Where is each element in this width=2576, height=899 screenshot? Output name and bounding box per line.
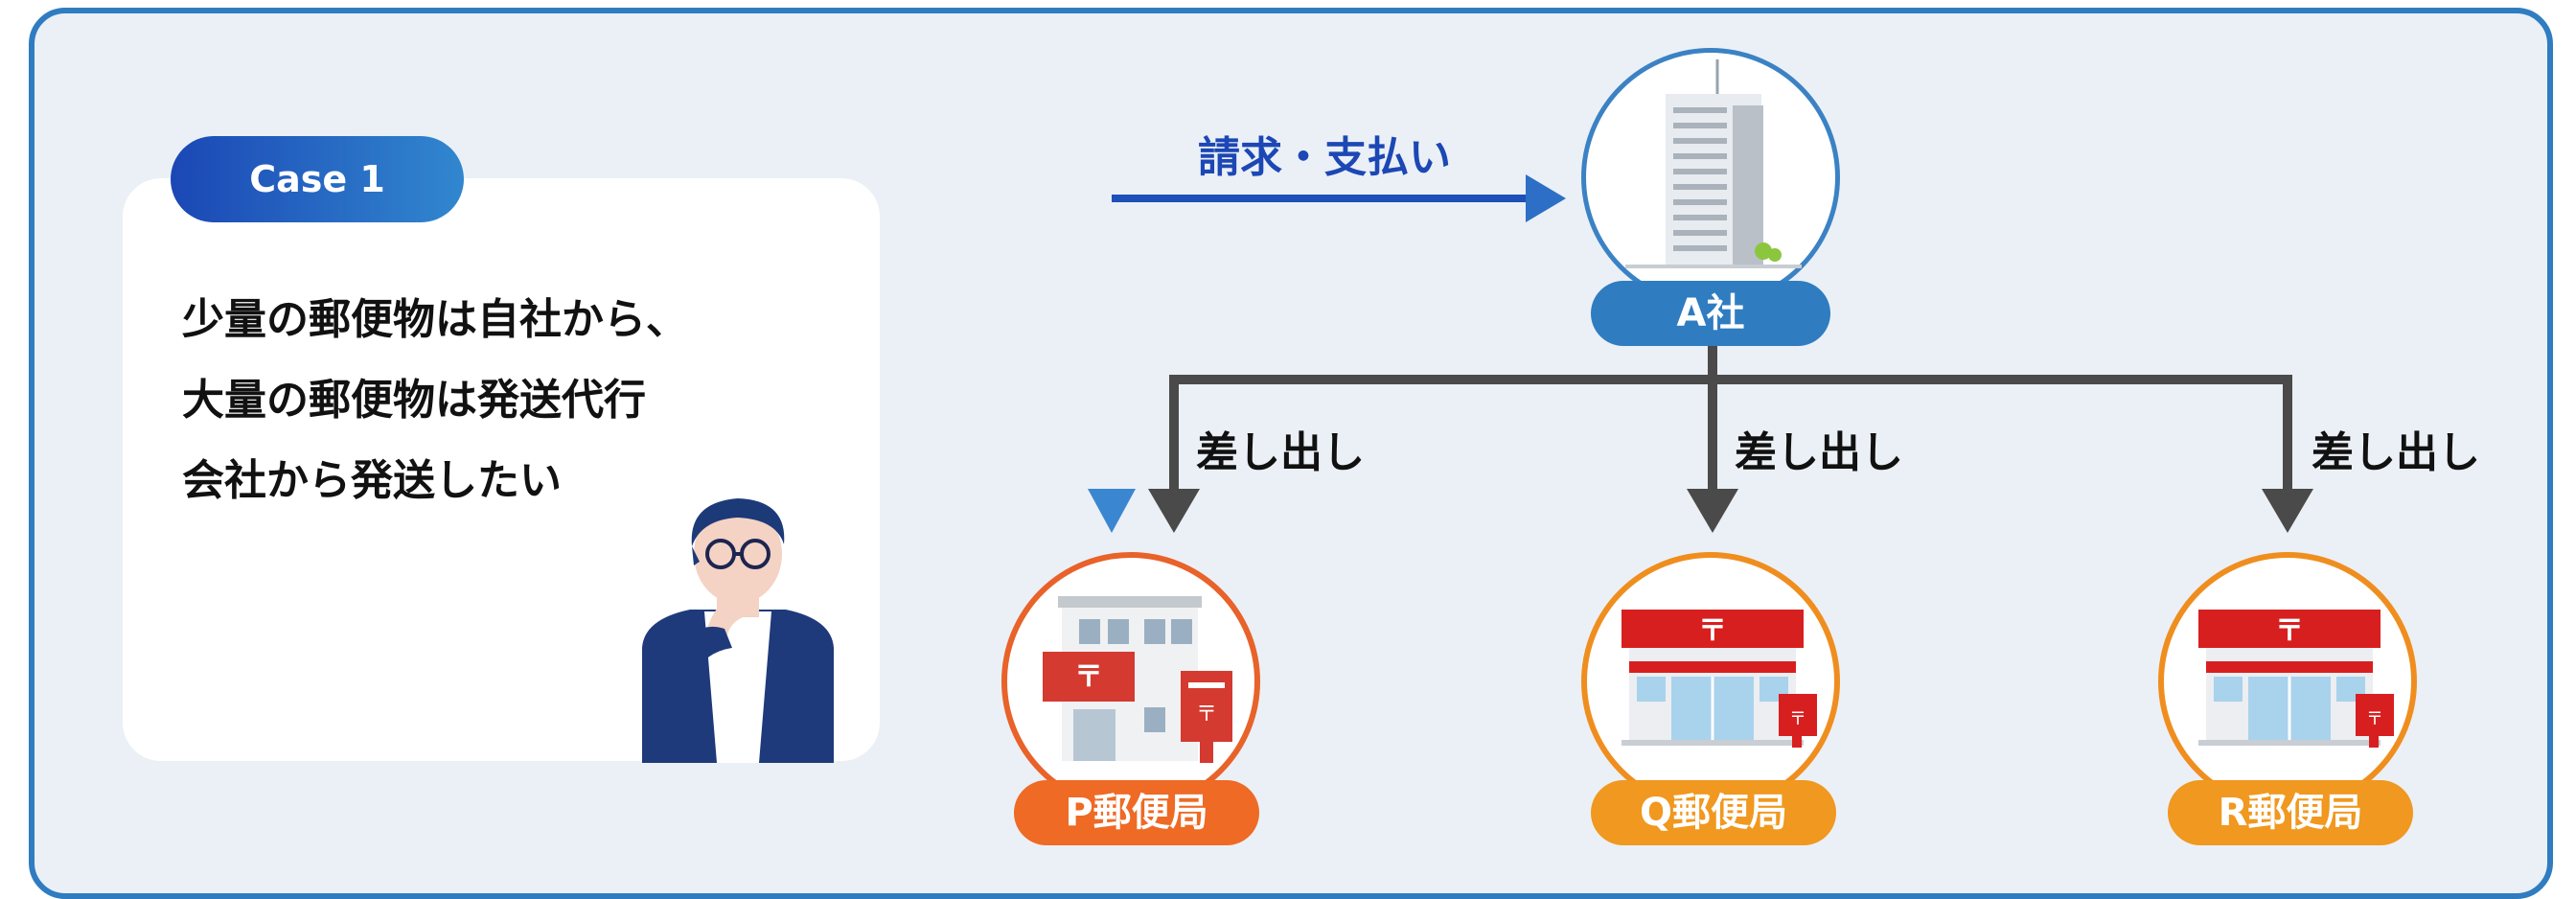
thinking-person-icon xyxy=(642,498,834,763)
r-office-label: R郵便局 xyxy=(2168,780,2413,845)
billing-payment-label: 請求・支払い xyxy=(1198,133,1451,182)
billing-payment-arrow xyxy=(1088,174,1566,533)
q-office-label: Q郵便局 xyxy=(1591,780,1836,845)
svg-text:〒: 〒 xyxy=(1074,660,1103,694)
svg-text:〒: 〒 xyxy=(2366,709,2383,729)
dispatch-label-p: 差し出し xyxy=(1196,428,1365,477)
svg-text:〒: 〒 xyxy=(1789,709,1806,729)
case-line-1: 少量の郵便物は自社から、 xyxy=(182,295,688,344)
case-badge: Case 1 xyxy=(171,136,464,222)
svg-text:〒: 〒 xyxy=(2275,614,2304,648)
case-line-3: 会社から発送したい xyxy=(182,456,562,505)
svg-text:〒: 〒 xyxy=(1698,614,1727,648)
case-description: 少量の郵便物は自社から、 大量の郵便物は発送代行 会社から発送したい xyxy=(182,280,688,521)
dispatch-label-r: 差し出し xyxy=(2312,428,2480,477)
p-office-label: P郵便局 xyxy=(1014,780,1259,845)
case-line-2: 大量の郵便物は発送代行 xyxy=(182,376,646,425)
company-label: A社 xyxy=(1591,281,1830,346)
dispatch-arrows xyxy=(1148,339,2313,533)
dispatch-label-q: 差し出し xyxy=(1735,428,1903,477)
svg-text:〒: 〒 xyxy=(1196,703,1217,726)
